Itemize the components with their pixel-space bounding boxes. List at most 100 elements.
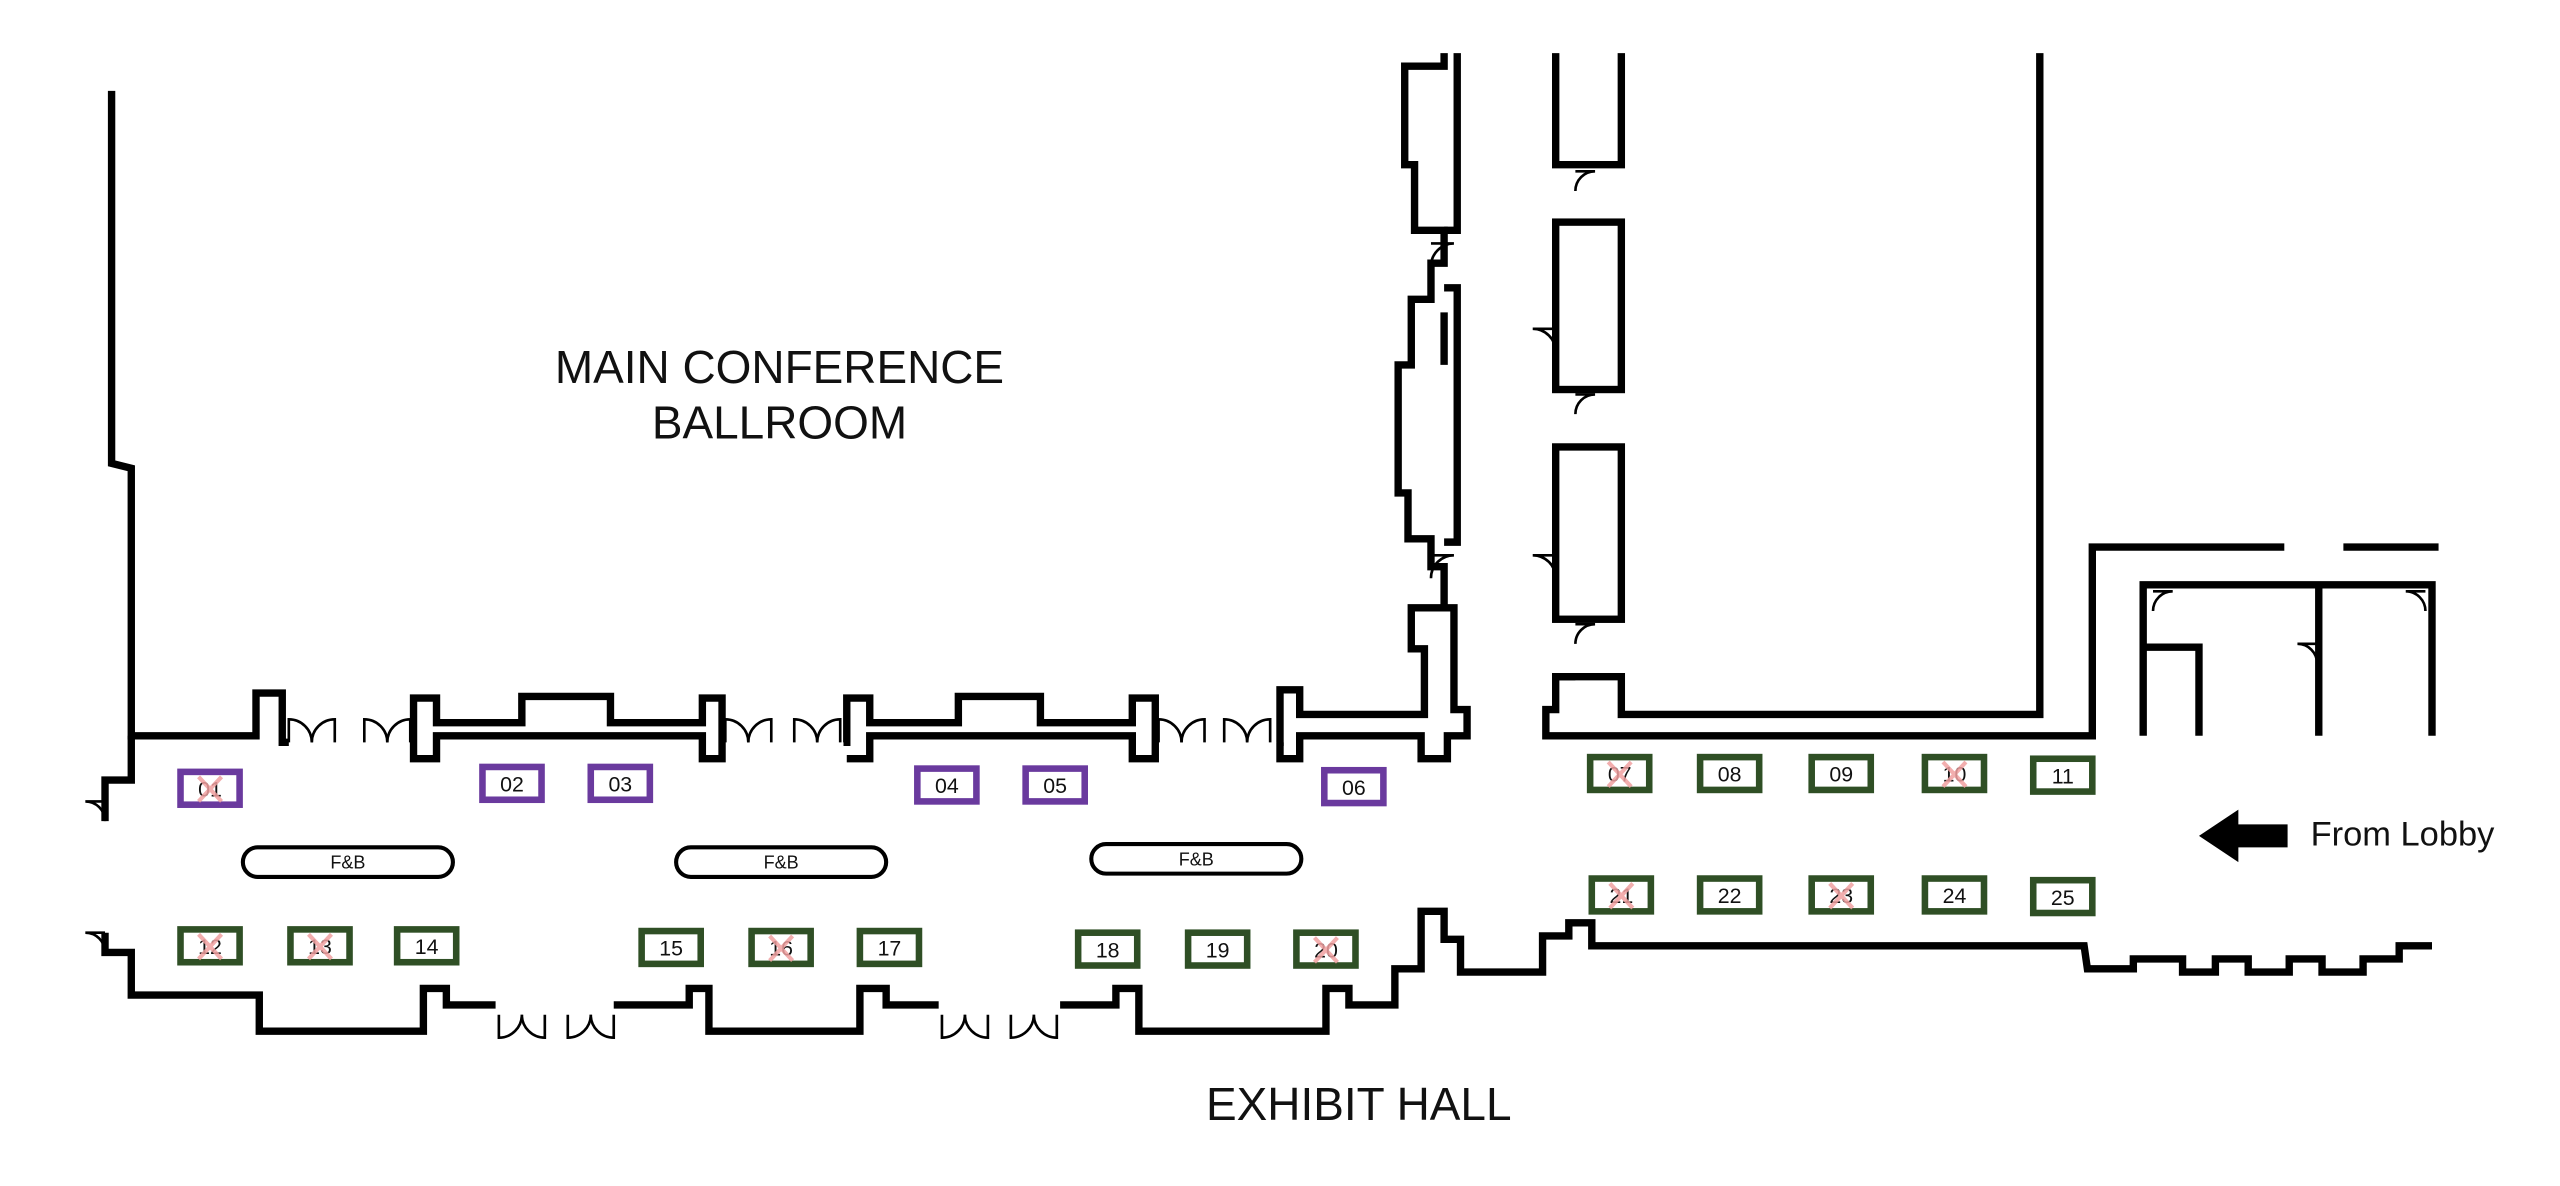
- booth-09[interactable]: 09: [1808, 753, 1875, 794]
- fnb-counter: [1089, 842, 1304, 876]
- booth-08[interactable]: 08: [1696, 753, 1763, 794]
- booth-14[interactable]: 14: [393, 926, 460, 966]
- taken-x-icon: [1941, 760, 1968, 789]
- booth-20[interactable]: 20: [1293, 929, 1359, 969]
- booth-02[interactable]: 02: [479, 763, 545, 804]
- ballroom-left-wall: [107, 90, 289, 747]
- door-icon: [815, 718, 842, 743]
- door-icon: [1574, 393, 1596, 415]
- door-icon: [1222, 718, 1249, 743]
- door-icon: [1032, 1014, 1059, 1040]
- booth-17[interactable]: 17: [856, 927, 923, 968]
- exhibit-west-wall: [101, 735, 496, 1035]
- ballroom-label-line2: BALLROOM: [652, 397, 907, 449]
- booth-outline: [1696, 753, 1763, 794]
- fnb-label: F&B: [1179, 849, 1214, 869]
- door-icon: [2297, 642, 2319, 664]
- door-icon: [1157, 718, 1183, 743]
- door-icon: [385, 718, 412, 743]
- door-icon: [589, 1014, 616, 1040]
- booth-13[interactable]: 13: [287, 926, 353, 966]
- booth-number: 06: [1342, 776, 1366, 800]
- booth-07[interactable]: 07: [1586, 753, 1653, 794]
- booth-18[interactable]: 18: [1074, 929, 1141, 969]
- booth-outline: [287, 926, 353, 966]
- booth-25[interactable]: 25: [2029, 876, 2096, 917]
- booth-outline: [177, 926, 243, 966]
- door-icon: [1574, 622, 1596, 644]
- taken-x-icon: [768, 934, 795, 962]
- door-icon: [746, 718, 773, 743]
- door-icon: [1009, 1014, 1036, 1040]
- booth-19[interactable]: 19: [1184, 929, 1251, 969]
- booth-15[interactable]: 15: [638, 927, 704, 968]
- from-lobby-sign: From Lobby: [2198, 809, 2495, 863]
- booth-06[interactable]: 06: [1321, 766, 1387, 807]
- door-icon: [287, 718, 314, 743]
- booth-16[interactable]: 16: [748, 927, 814, 968]
- door-icon: [2405, 590, 2427, 612]
- taken-x-icon: [1606, 760, 1633, 789]
- booth-04[interactable]: 04: [914, 765, 980, 805]
- corridor-east-wall: [1552, 53, 2044, 719]
- booth-number: 02: [500, 773, 524, 797]
- booth-number: 18: [1096, 938, 1120, 962]
- small-rooms: [2139, 581, 2436, 736]
- door-icon: [724, 718, 750, 743]
- booth-11[interactable]: 11: [2029, 755, 2096, 795]
- door-icon: [310, 718, 337, 743]
- booth-outline: [1696, 875, 1763, 915]
- fnb-station: F&B: [240, 845, 455, 879]
- booth-10[interactable]: 10: [1921, 753, 1988, 794]
- ballroom-south-wall-2: [843, 692, 1159, 763]
- booth-outline: [1921, 875, 1988, 915]
- door-icon: [1532, 553, 1558, 579]
- meeting-room-b: [1552, 443, 1626, 623]
- taken-x-icon: [1608, 882, 1635, 910]
- door-icon: [792, 718, 819, 743]
- booth-number: 05: [1043, 774, 1067, 798]
- door-icon: [963, 1014, 990, 1040]
- booth-number: 11: [2052, 764, 2074, 788]
- booth-number: 14: [415, 935, 439, 959]
- fnb-label: F&B: [764, 853, 799, 873]
- arrow-left-icon: [2198, 809, 2288, 863]
- fnb-counter: [240, 845, 455, 879]
- small-room-divider: [2143, 584, 2323, 736]
- door-icon: [1532, 327, 1558, 352]
- meeting-room-a: [1552, 218, 1626, 394]
- booth-22[interactable]: 22: [1696, 875, 1763, 915]
- ballroom-label-line1: MAIN CONFERENCE: [555, 341, 1004, 393]
- booth-number: 25: [2051, 886, 2075, 910]
- booth-number: 15: [659, 937, 683, 961]
- booth-outline: [638, 927, 704, 968]
- door-icon: [1180, 718, 1206, 743]
- booth-number: 24: [1943, 884, 1967, 908]
- booth-outline: [1321, 766, 1387, 807]
- booth-outline: [177, 768, 243, 808]
- exhibit-hall-label: EXHIBIT HALL: [1206, 1078, 1512, 1130]
- fnb-label: F&B: [330, 853, 365, 873]
- door-icon: [85, 931, 107, 953]
- booth-01[interactable]: 01: [177, 768, 243, 808]
- booth-21[interactable]: 21: [1588, 875, 1655, 915]
- doors: [85, 169, 2427, 1040]
- booth-12[interactable]: 12: [177, 926, 243, 966]
- booth-23[interactable]: 23: [1808, 875, 1875, 915]
- fnb-station: F&B: [1089, 842, 1304, 876]
- booth-outline: [479, 763, 545, 804]
- door-icon: [1429, 553, 1455, 579]
- door-icon: [520, 1014, 547, 1040]
- taken-x-icon: [1828, 882, 1855, 910]
- booth-outline: [914, 765, 980, 805]
- booth-24[interactable]: 24: [1921, 875, 1988, 915]
- exhibit-south-wall-2: [1060, 907, 2432, 1035]
- ballroom-south-wall: [409, 692, 726, 763]
- booth-05[interactable]: 05: [1022, 765, 1088, 805]
- booth-03[interactable]: 03: [587, 763, 654, 804]
- door-icon: [497, 1014, 524, 1040]
- exhibit-south-wall: [613, 984, 939, 1035]
- booth-outline: [587, 763, 654, 804]
- booth-outline: [2029, 755, 2096, 795]
